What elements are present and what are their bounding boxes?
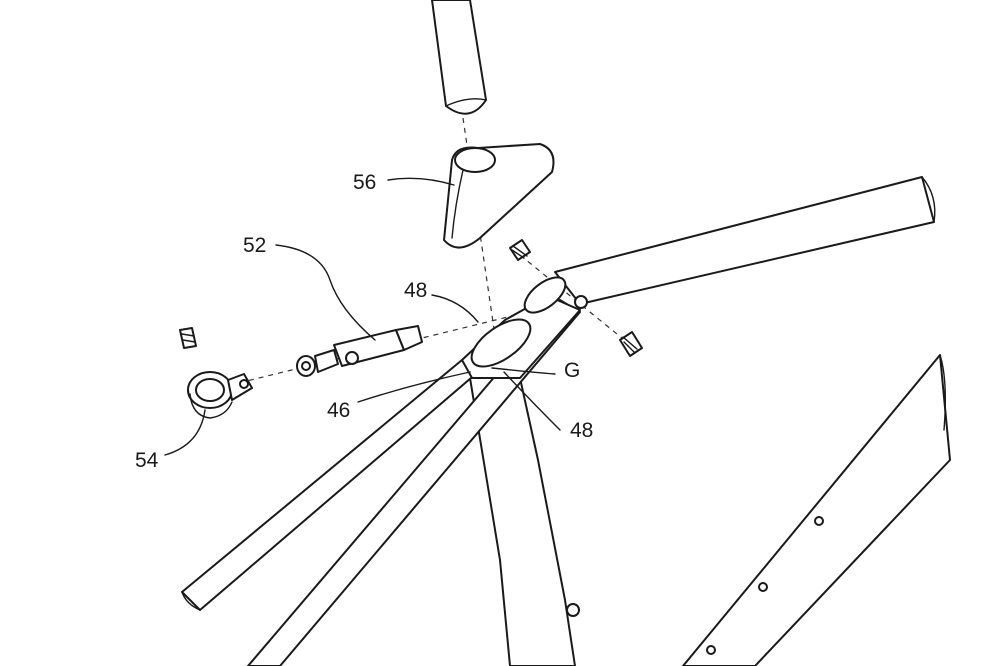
top-tube xyxy=(554,176,936,305)
label-46: 46 xyxy=(327,399,350,422)
assembly-axes xyxy=(209,117,629,391)
label-48-upper: 48 xyxy=(404,279,427,302)
bottle-boss xyxy=(566,603,580,617)
lug-opening xyxy=(470,318,532,368)
label-G: G xyxy=(564,359,580,382)
lug-junction xyxy=(461,276,588,617)
label-56: 56 xyxy=(353,171,376,194)
binder-assembly-52 xyxy=(296,325,423,377)
chainstay-panel xyxy=(682,354,951,666)
collar-54 xyxy=(187,371,253,419)
cap-56-opening xyxy=(454,147,496,173)
label-52: 52 xyxy=(243,234,266,257)
lug-bolt-boss xyxy=(523,276,567,314)
label-54: 54 xyxy=(135,449,159,472)
bolt-assembly-axis xyxy=(519,254,629,344)
leader-lines xyxy=(164,177,561,456)
seat-post xyxy=(431,0,487,115)
bolt-upper xyxy=(509,239,531,261)
label-48-lower: 48 xyxy=(570,419,593,442)
lug-bolt-hole xyxy=(574,295,588,309)
cap-56 xyxy=(443,143,555,249)
bolt-right xyxy=(619,331,643,357)
horizontal-assembly-axis xyxy=(209,313,521,391)
bolt-left xyxy=(179,327,197,349)
